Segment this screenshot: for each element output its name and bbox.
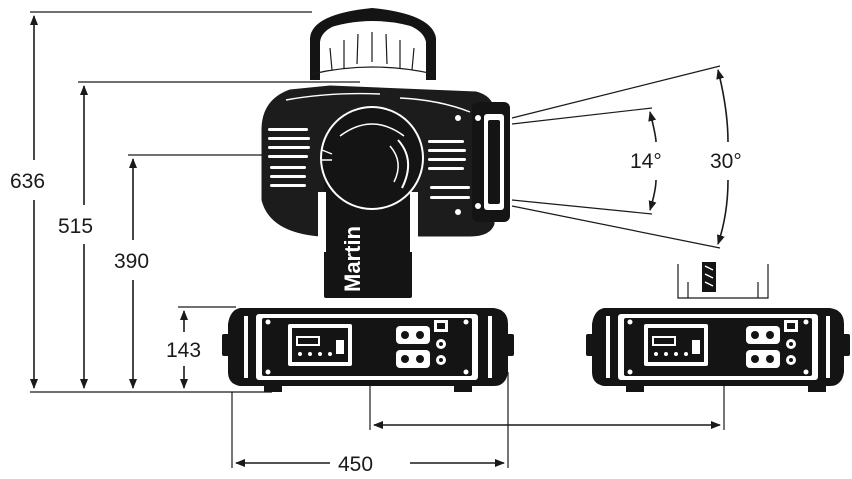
angle-30-label: 30° (710, 150, 742, 173)
dimension-636-label: 636 (10, 170, 45, 193)
extension-lines (30, 11, 725, 468)
base-right (586, 308, 850, 392)
dimension-143: 143 (166, 310, 201, 389)
dimension-636: 636 (10, 14, 45, 389)
yoke: Martin (318, 106, 424, 298)
base-left (222, 308, 514, 392)
lens-dome (310, 8, 436, 80)
beam-cone (511, 65, 721, 249)
angle-30: 30° (710, 69, 742, 245)
yoke-side-view (677, 262, 769, 299)
dimension-390-label: 390 (114, 250, 149, 273)
dimension-143-label: 143 (166, 339, 201, 362)
dimension-515: 515 (58, 85, 93, 389)
angle-14: 14° (630, 111, 662, 211)
dimension-515-label: 515 (58, 215, 93, 238)
yoke-brand-logo: Martin (340, 226, 365, 292)
dimension-450-label: 450 (338, 453, 373, 476)
angle-14-label: 14° (630, 150, 662, 173)
dimension-450: 450 (235, 453, 505, 476)
dimension-390: 390 (114, 158, 149, 389)
